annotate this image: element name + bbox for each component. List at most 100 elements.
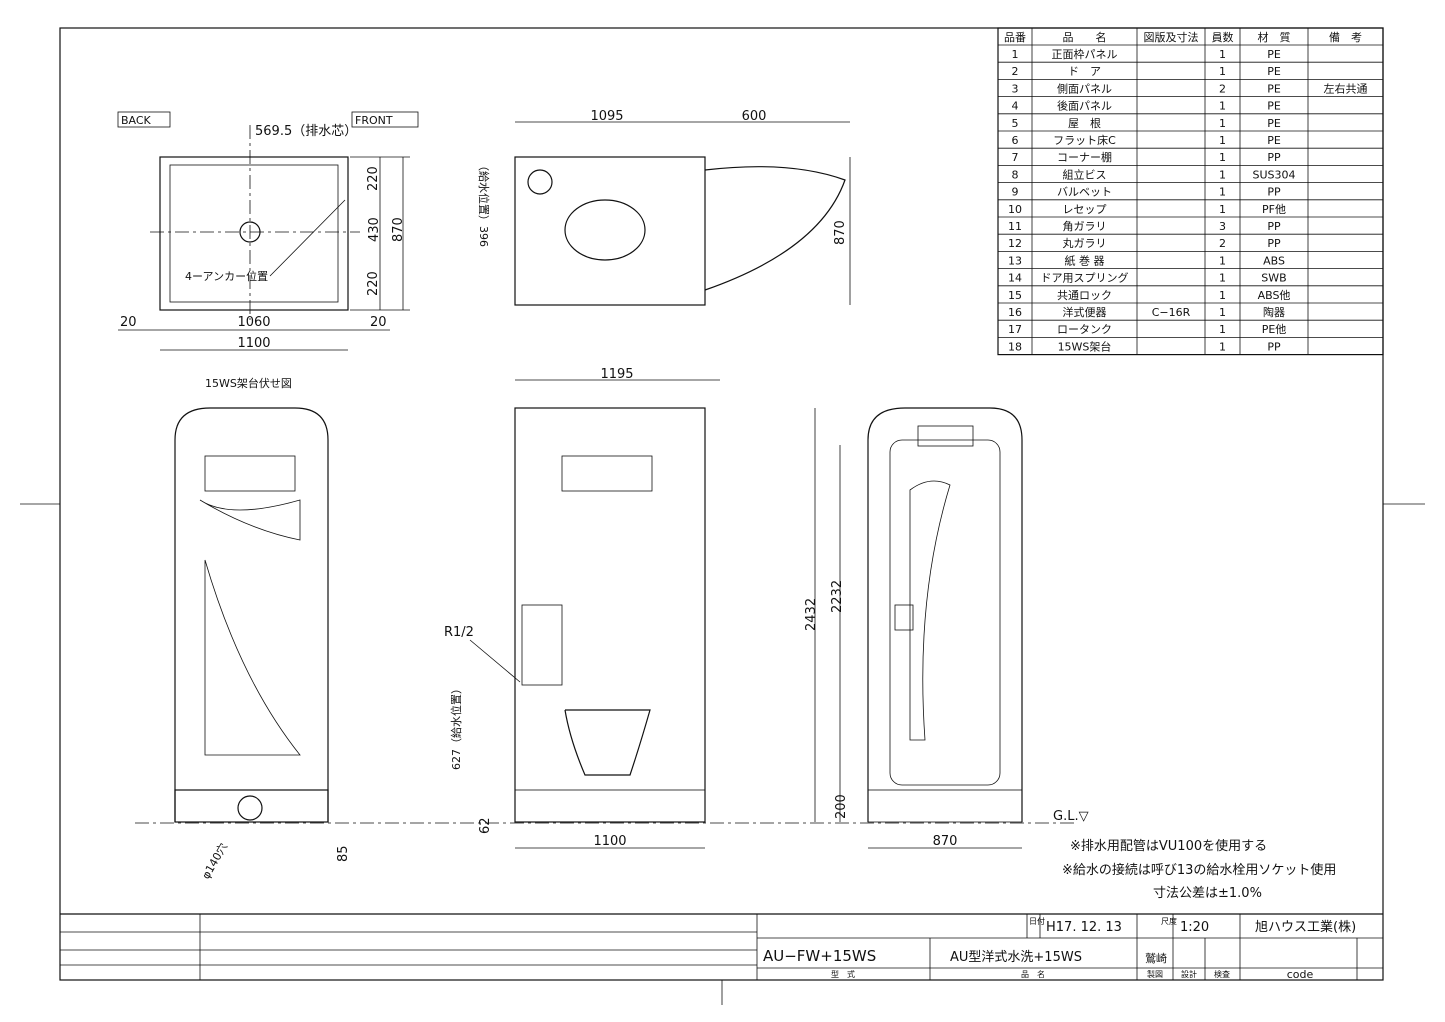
table-cell: 1 bbox=[1219, 168, 1226, 181]
company-name: 旭ハウス工業(株) bbox=[1255, 919, 1356, 935]
table-cell: 1 bbox=[1219, 306, 1226, 319]
dim-62: 62 bbox=[478, 817, 493, 834]
table-cell: 1 bbox=[1219, 134, 1226, 147]
drain-center-dim: 569.5（排水芯） bbox=[255, 124, 357, 139]
back-label: BACK bbox=[121, 114, 152, 127]
name-label: 品 名 bbox=[1021, 969, 1045, 979]
table-cell: 後面パネル bbox=[1057, 99, 1112, 113]
table-header: 員数 bbox=[1212, 31, 1234, 44]
model-label: 型 式 bbox=[831, 969, 855, 979]
table-cell: 1 bbox=[1219, 65, 1226, 78]
table-cell: 8 bbox=[1012, 168, 1019, 181]
table-cell: 6 bbox=[1012, 134, 1019, 147]
scale-value: 1:20 bbox=[1180, 920, 1209, 935]
dim-220-bottom: 220 bbox=[366, 271, 381, 296]
table-cell: PP bbox=[1267, 220, 1281, 233]
table-border bbox=[997, 27, 1384, 356]
table-cell: 正面枠パネル bbox=[1052, 47, 1118, 61]
table-header: 備 考 bbox=[1329, 31, 1362, 44]
table-cell: 10 bbox=[1008, 203, 1022, 216]
table-cell: ド ア bbox=[1068, 65, 1101, 78]
dim-20-left: 20 bbox=[120, 315, 137, 330]
table-cell: C−16R bbox=[1152, 306, 1191, 319]
dim-1060: 1060 bbox=[237, 315, 270, 330]
top-view: 1095 600 870 （給水位置）396 bbox=[477, 109, 851, 306]
dim-870: 870 bbox=[391, 217, 406, 242]
table-cell: SUS304 bbox=[1252, 168, 1295, 181]
hole-dim: φ140穴 bbox=[198, 840, 230, 881]
table-cell: 5 bbox=[1012, 117, 1019, 130]
dim-1095: 1095 bbox=[590, 109, 623, 124]
drawing-frame bbox=[59, 27, 1384, 981]
dim-85: 85 bbox=[336, 845, 351, 862]
table-cell: レセップ bbox=[1063, 203, 1107, 216]
table-cell: 1 bbox=[1219, 186, 1226, 199]
table-cell: 1 bbox=[1219, 272, 1226, 285]
table-cell: 角ガラリ bbox=[1063, 220, 1107, 233]
table-header: 図版及寸法 bbox=[1144, 30, 1199, 44]
table-cell: PE bbox=[1267, 65, 1281, 78]
table-cell: 12 bbox=[1008, 237, 1022, 250]
scale-label: 尺度 bbox=[1161, 916, 1177, 926]
table-cell: 1 bbox=[1219, 151, 1226, 164]
table-cell: 1 bbox=[1219, 100, 1226, 113]
table-cell: 側面パネル bbox=[1057, 82, 1112, 95]
dim-600: 600 bbox=[742, 109, 767, 124]
table-cell: 18 bbox=[1008, 340, 1022, 353]
rear-view: 15WS架台伏せ図 φ140穴 85 bbox=[174, 376, 351, 881]
table-cell: バルベット bbox=[1057, 186, 1112, 199]
note-tolerance: 寸法公差は±1.0% bbox=[1153, 886, 1262, 901]
table-cell: 共通ロック bbox=[1057, 289, 1112, 302]
table-cell: PE bbox=[1267, 82, 1281, 95]
table-cell: ABS他 bbox=[1258, 289, 1291, 302]
table-cell: PE bbox=[1267, 117, 1281, 130]
table-cell: 左右共通 bbox=[1324, 81, 1368, 95]
table-cell: PP bbox=[1267, 340, 1281, 353]
table-cell: 14 bbox=[1008, 272, 1022, 285]
table-cell: 13 bbox=[1008, 254, 1022, 267]
note-drain: ※排水用配管はVU100を使用する bbox=[1070, 838, 1267, 854]
table-cell: 11 bbox=[1008, 220, 1022, 233]
table-cell: 1 bbox=[1219, 203, 1226, 216]
ground-level-label: G.L.▽ bbox=[1053, 809, 1089, 824]
table-cell: PP bbox=[1267, 237, 1281, 250]
dim-2232: 2232 bbox=[830, 580, 845, 613]
table-cell: 2 bbox=[1012, 65, 1019, 78]
table-cell: PP bbox=[1267, 186, 1281, 199]
dim-870-top: 870 bbox=[833, 220, 848, 245]
model-code: AU−FW+15WS bbox=[763, 947, 876, 965]
table-cell: PE bbox=[1267, 48, 1281, 61]
table-header: 品番 bbox=[1004, 31, 1026, 44]
table-cell: 屋 根 bbox=[1068, 116, 1101, 130]
table-cell: 3 bbox=[1012, 82, 1019, 95]
pipe-size: R1/2 bbox=[444, 625, 474, 640]
table-cell: 陶器 bbox=[1263, 305, 1285, 319]
table-cell: 4 bbox=[1012, 100, 1019, 113]
dim-220-top: 220 bbox=[366, 166, 381, 191]
drafter-name: 鷲崎 bbox=[1145, 951, 1167, 965]
anchor-label: 4ーアンカー位置 bbox=[185, 269, 268, 283]
dim-1195: 1195 bbox=[600, 367, 633, 382]
table-cell: 丸ガラリ bbox=[1063, 237, 1107, 250]
drawn-label: 製図 bbox=[1147, 969, 1163, 979]
table-cell: コーナー棚 bbox=[1057, 150, 1112, 164]
table-cell: ABS bbox=[1263, 254, 1285, 267]
note-supply: ※給水の接続は呼び13の給水栓用ソケット使用 bbox=[1062, 862, 1336, 878]
side-view: 1195 2432 2232 627（給水位置） 62 R1/2 1100 bbox=[135, 367, 1075, 849]
table-cell: フラット床C bbox=[1053, 133, 1116, 147]
table-header: 品 名 bbox=[1063, 30, 1107, 44]
table-cell: 16 bbox=[1008, 306, 1022, 319]
rear-view-title: 15WS架台伏せ図 bbox=[205, 376, 292, 390]
supply-position-dim: （給水位置）396 bbox=[477, 160, 491, 247]
table-cell: 1 bbox=[1219, 254, 1226, 267]
product-name: AU型洋式水洗+15WS bbox=[950, 950, 1082, 965]
table-cell: 1 bbox=[1219, 48, 1226, 61]
table-cell: 3 bbox=[1219, 220, 1226, 233]
table-cell: PE bbox=[1267, 100, 1281, 113]
dim-430: 430 bbox=[367, 217, 382, 242]
dim-200: 200 bbox=[834, 794, 849, 819]
table-cell: 15WS架台 bbox=[1058, 339, 1112, 353]
table-cell: PP bbox=[1267, 151, 1281, 164]
